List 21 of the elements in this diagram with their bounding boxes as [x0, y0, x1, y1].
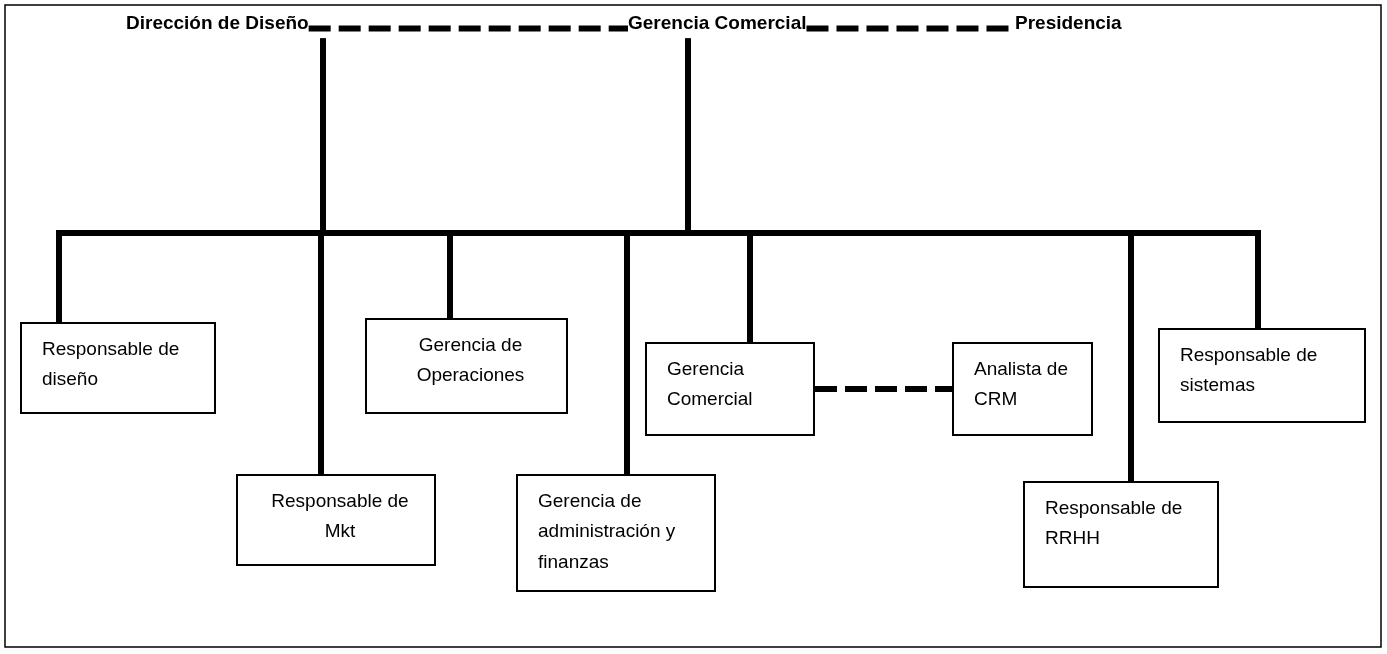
org-box	[20, 322, 216, 414]
position-title: Gerencia Comercial	[628, 12, 807, 35]
dashed-connector	[308, 25, 628, 32]
position-label: Responsable de RRHH	[1045, 496, 1184, 551]
org-box	[236, 474, 436, 566]
position-label: Gerencia Comercial	[667, 357, 754, 412]
position-label: Responsable de sistemas	[1180, 343, 1319, 398]
org-box	[1023, 481, 1219, 588]
position-label: Gerencia de administración y finanzas	[538, 489, 677, 574]
position-label: Gerencia de Operaciones	[415, 333, 526, 388]
org-box	[516, 474, 716, 592]
org-box	[952, 342, 1093, 436]
position-label: Analista de CRM	[974, 357, 1069, 412]
position-title: Dirección de Diseño	[126, 12, 309, 35]
org-box	[645, 342, 815, 436]
org-box	[365, 318, 568, 414]
org-box	[1158, 328, 1366, 423]
position-label: Responsable de Mkt	[270, 489, 410, 544]
dashed-connector	[815, 386, 952, 392]
position-label: Responsable de diseño	[42, 337, 181, 392]
position-title: Presidencia	[1015, 12, 1122, 35]
